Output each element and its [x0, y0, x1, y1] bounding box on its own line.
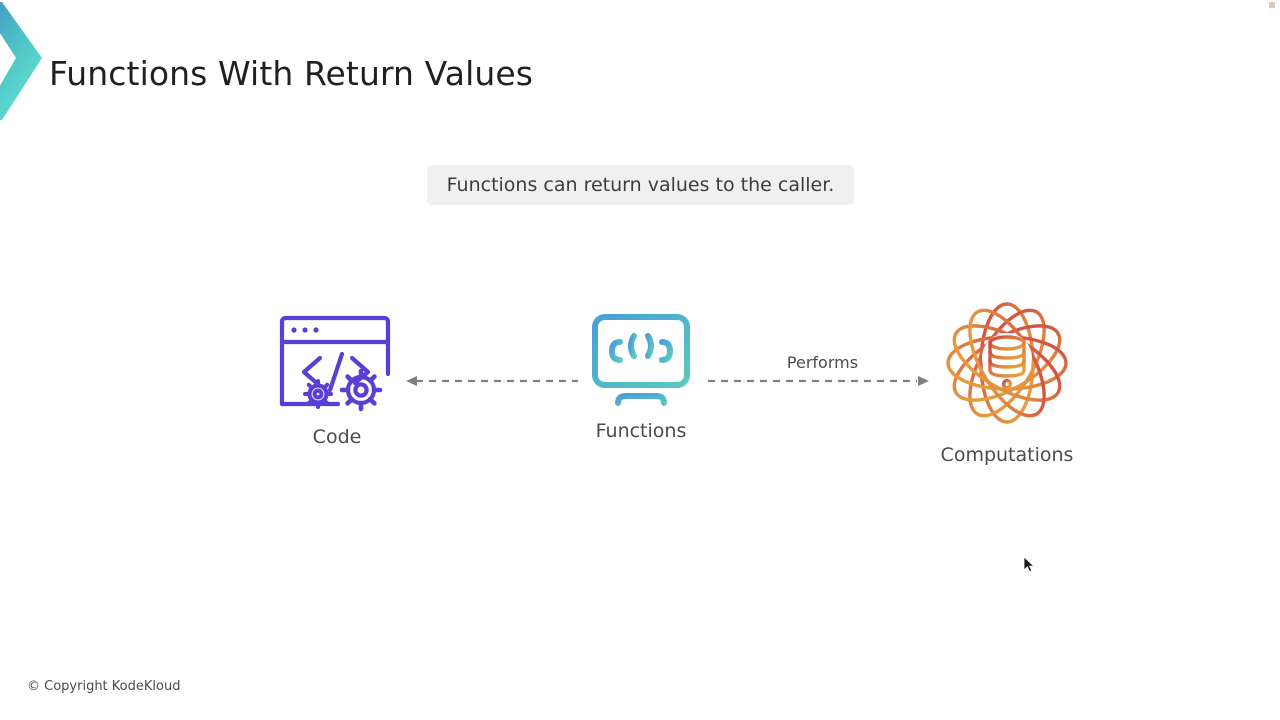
diagram-node-label-code: Code	[312, 426, 362, 448]
decorative-chevron-icon	[0, 2, 42, 120]
diagram-edge-performs	[708, 376, 929, 386]
diagram-node-label-functions: Functions	[595, 420, 687, 442]
diagram-node-computations: Computations	[917, 296, 1097, 466]
diagram-node-functions: Functions	[551, 312, 731, 442]
callout-text: Functions can return values to the calle…	[446, 174, 835, 196]
diagram-edge-label-performs: Performs	[786, 353, 859, 372]
diagram-edge-returns	[406, 376, 578, 386]
footer-copyright: © Copyright KodeKloud	[27, 679, 181, 694]
diagram-node-label-computations: Computations	[940, 444, 1074, 466]
corner-marker	[1269, 2, 1275, 8]
atom-database-icon	[946, 302, 1068, 424]
diagram-node-code: Code	[247, 312, 427, 448]
page-title: Functions With Return Values	[49, 54, 534, 93]
callout-banner: Functions can return values to the calle…	[427, 165, 854, 205]
monitor-braces-icon	[592, 314, 690, 406]
code-window-gears-icon	[279, 315, 391, 412]
